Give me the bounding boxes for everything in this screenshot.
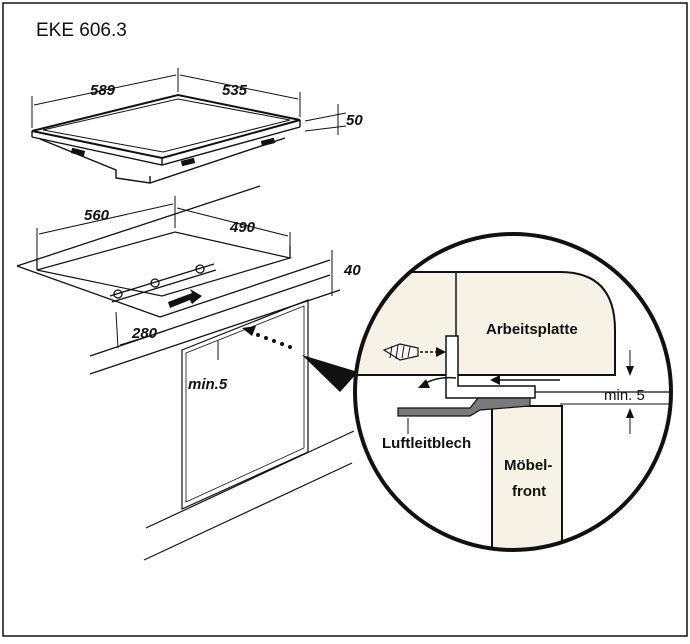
cutout-width-label: 560 <box>84 207 110 224</box>
hob-width-label: 589 <box>90 82 116 99</box>
airflow-arrow-icon <box>168 289 202 308</box>
cutout-depth-label: 490 <box>229 219 256 236</box>
worktop-thickness-label: 40 <box>343 262 361 279</box>
cabinet-drawing <box>143 299 355 561</box>
furniture-front-label-line2: front <box>512 483 546 500</box>
model-title: EKE 606.3 <box>36 20 127 41</box>
detail-callout-wedge <box>302 355 358 392</box>
hob-drawing <box>31 93 301 184</box>
detail-min-gap-label: min. 5 <box>604 387 645 404</box>
deflector-label: Luftleitblech <box>382 435 471 452</box>
bracket-offset-label: 280 <box>131 325 158 342</box>
airflow-out-arrow-icon <box>418 379 430 388</box>
hob-dimension-lines <box>31 68 347 135</box>
worktop-label: Arbeitsplatte <box>486 321 578 338</box>
insert-arrow-icon <box>436 347 446 357</box>
hob-depth-label: 535 <box>222 82 248 99</box>
min-gap-label: min.5 <box>188 376 228 393</box>
furniture-front-label-line1: Möbel- <box>504 457 552 474</box>
screw-icon <box>382 343 419 361</box>
hob-height-label: 50 <box>346 112 363 129</box>
detail-circle <box>353 232 673 552</box>
cutout-dimension-lines <box>36 196 333 349</box>
detail-pointer <box>242 326 292 349</box>
worktop-drawing <box>16 185 341 375</box>
